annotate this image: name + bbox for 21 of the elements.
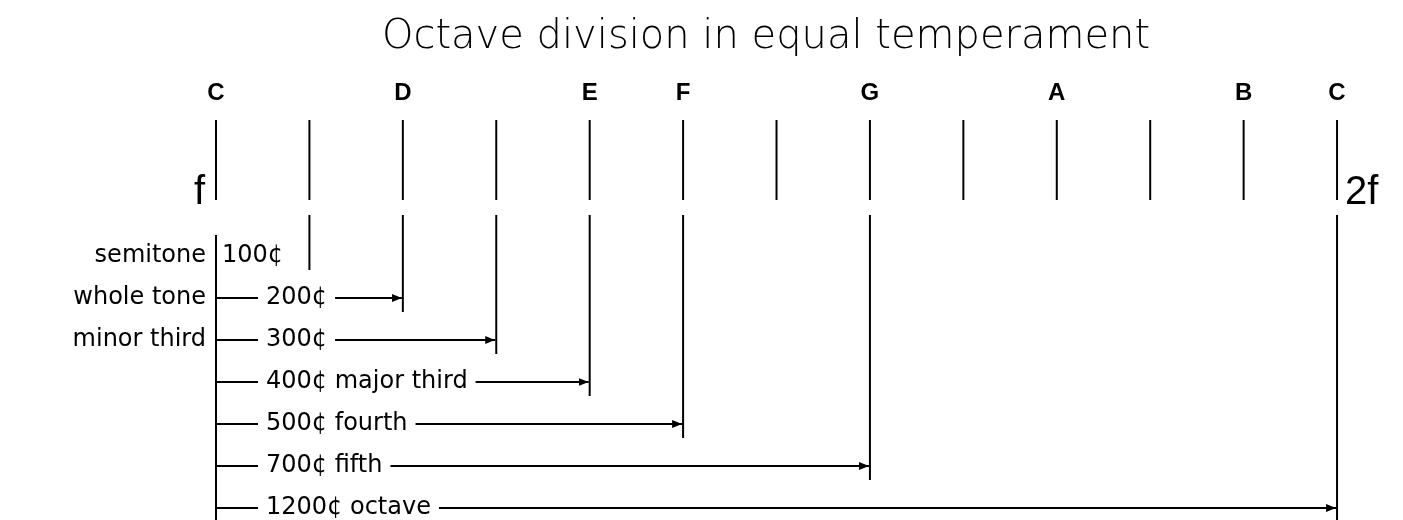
interval-name: semitone [94, 242, 206, 266]
note-name: A [1048, 80, 1066, 104]
interval-size: 400¢ major third [266, 368, 468, 392]
interval-size: 500¢ fourth [266, 410, 408, 434]
interval-name: whole tone [73, 284, 206, 308]
interval-size: 200¢ [266, 284, 328, 308]
note-name: B [1234, 80, 1253, 104]
frequency-label: f [193, 170, 205, 210]
note-name: E [581, 80, 598, 104]
interval-size: 100¢ [222, 242, 284, 266]
diagram-title: Octave division in equal temperament [380, 14, 1152, 54]
interval-size: 1200¢ octave [266, 494, 431, 518]
interval-name: minor third [72, 326, 206, 350]
frequency-label: 2f [1345, 170, 1379, 210]
note-name: C [207, 80, 225, 104]
note-name: C [1328, 80, 1346, 104]
note-name: D [394, 80, 412, 104]
note-name: G [860, 80, 880, 104]
interval-size: 300¢ [266, 326, 328, 350]
interval-size: 700¢ fifth [266, 452, 383, 476]
note-name: F [675, 80, 691, 104]
